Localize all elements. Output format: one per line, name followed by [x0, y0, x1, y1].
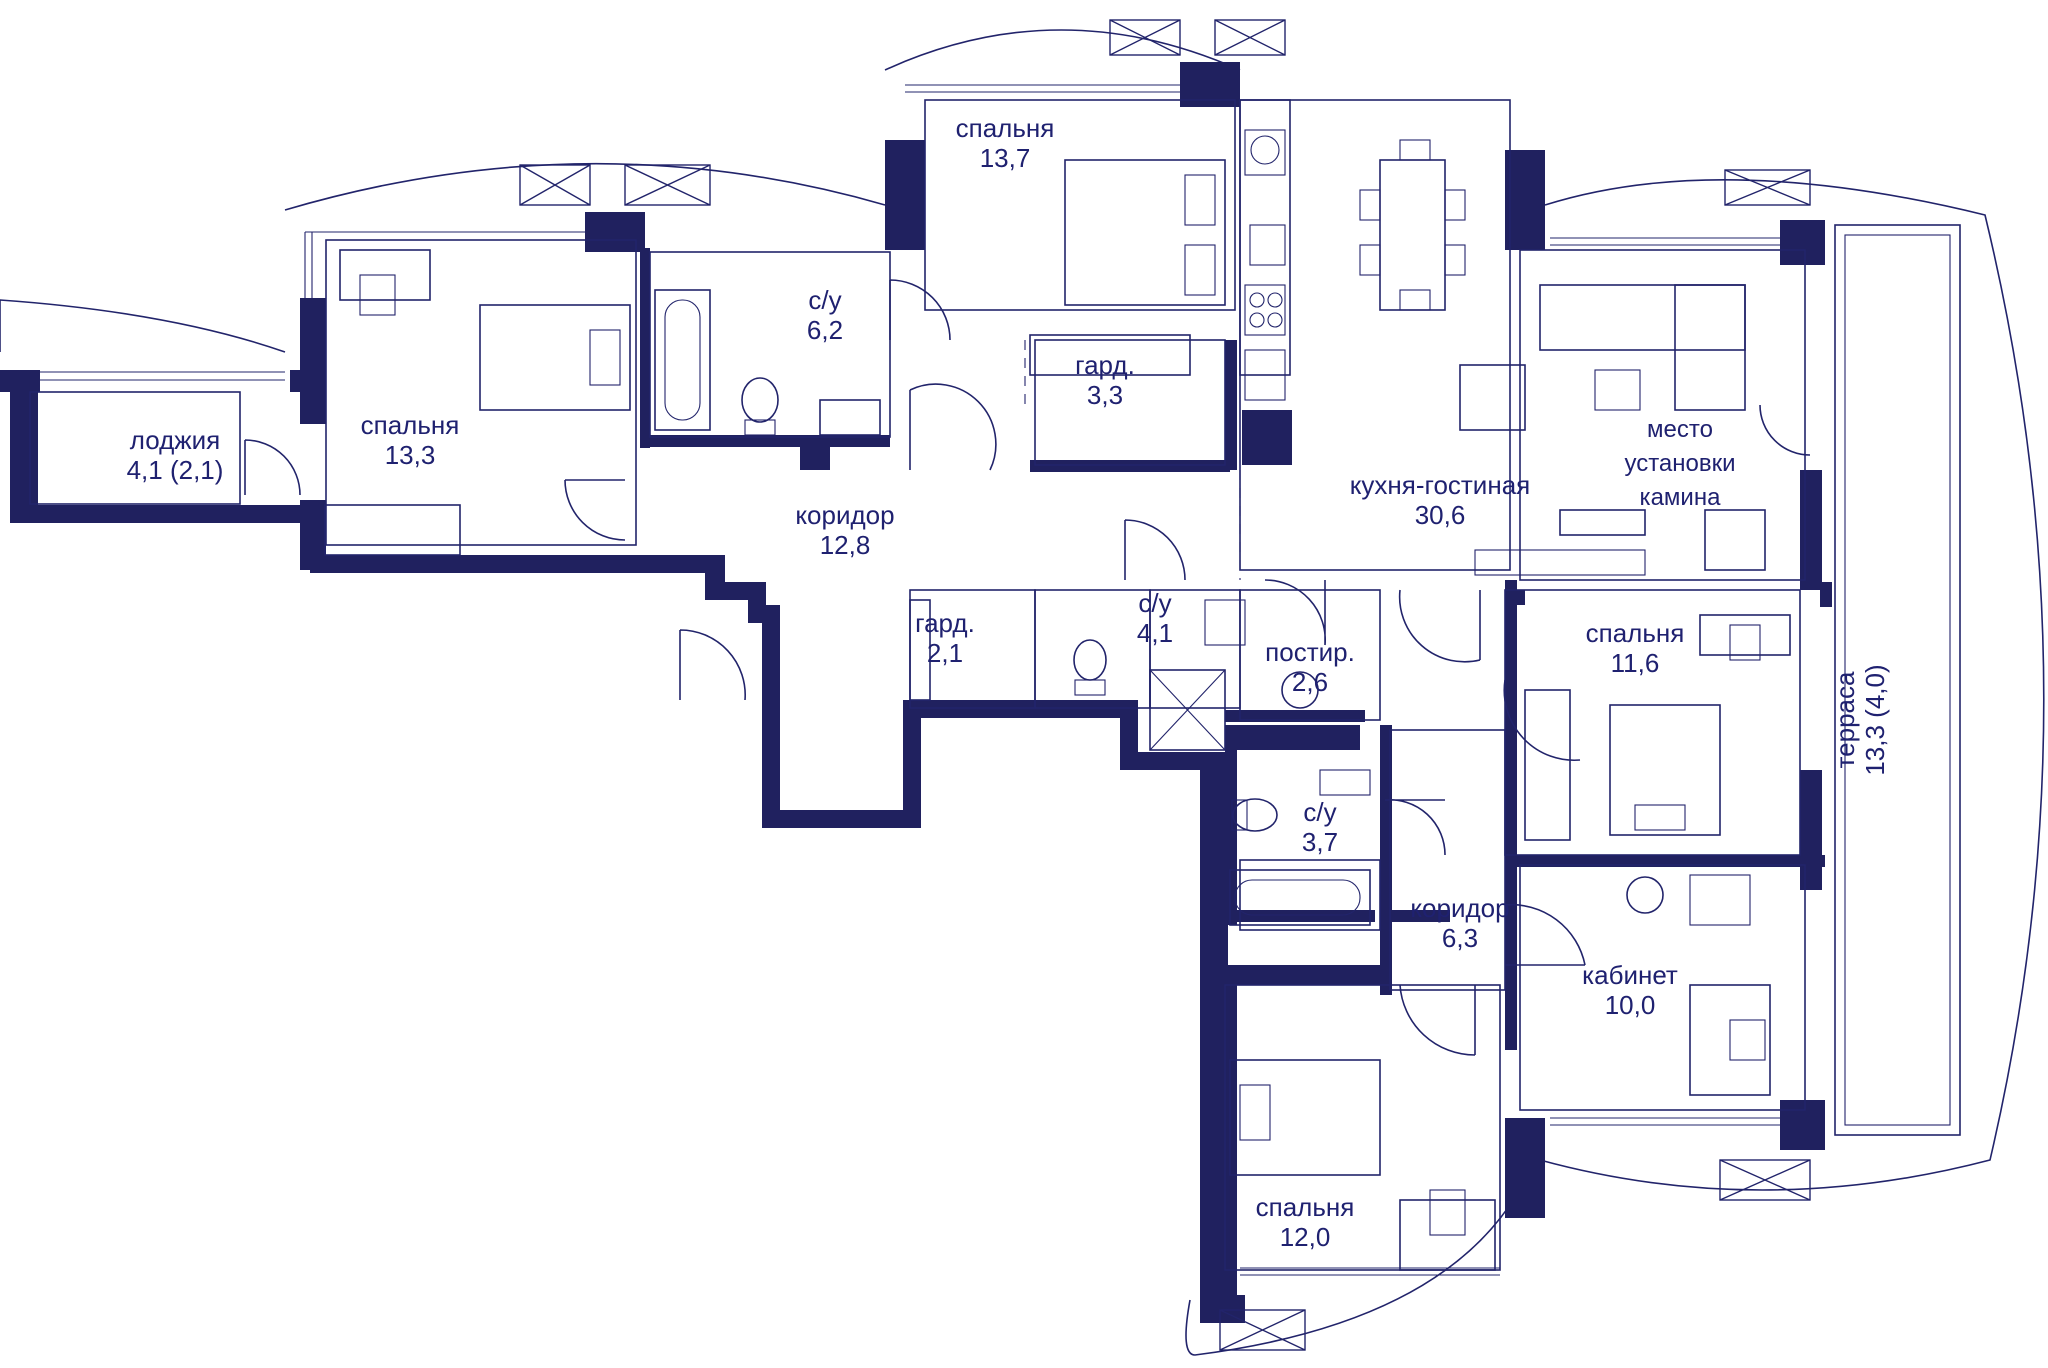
fireplace-note-line: камина: [1639, 484, 1721, 511]
room-name: спальня: [1585, 618, 1685, 648]
windows: [519, 19, 1811, 1351]
room-label-bathroom-2: с/у 4,1: [1105, 588, 1205, 648]
room-area: 4,1 (2,1): [126, 455, 224, 485]
room-name: гард.: [1075, 350, 1135, 380]
fireplace-note: место установки камина: [1590, 413, 1770, 515]
outer-outlines: [0, 29, 2045, 1356]
room-area: 3,7: [1301, 827, 1339, 857]
room-area: 11,6: [1610, 648, 1660, 678]
fireplace-note-line: место: [1647, 416, 1713, 443]
doors: [244, 279, 1811, 1056]
room-label-kitchen-living: кухня-гостиная 30,6: [1320, 470, 1560, 530]
room-name: с/у: [808, 285, 842, 315]
room-label-bedroom-2: спальня 13,7: [925, 113, 1085, 173]
room-name: спальня: [360, 410, 460, 440]
room-name: кабинет: [1582, 960, 1678, 990]
room-area: 3,3: [1086, 380, 1124, 410]
room-label-loggia: лоджия 4,1 (2,1): [95, 425, 255, 485]
room-name: спальня: [955, 113, 1055, 143]
room-name: коридор: [1410, 893, 1510, 923]
room-name: гард.: [915, 608, 975, 638]
room-label-wardrobe-1: гард. 3,3: [1050, 350, 1160, 410]
room-label-bedroom-3: спальня 11,6: [1555, 618, 1715, 678]
room-name: спальня: [1255, 1192, 1355, 1222]
room-area: 13,3: [384, 440, 436, 470]
room-label-bedroom-1: спальня 13,3: [330, 410, 490, 470]
room-label-terrace: терраса 13,3 (4,0): [1830, 640, 1890, 800]
room-name: постир.: [1265, 637, 1355, 667]
room-area: 6,3: [1441, 923, 1479, 953]
room-label-bedroom-4: спальня 12,0: [1225, 1192, 1385, 1252]
room-area: 12,8: [819, 530, 871, 560]
room-label-study: кабинет 10,0: [1550, 960, 1710, 1020]
room-area: 6,2: [806, 315, 844, 345]
walls: [0, 62, 1832, 1323]
room-area: 2,1: [926, 638, 964, 668]
room-label-wardrobe-2: гард. 2,1: [895, 608, 995, 668]
room-label-bathroom-3: с/у 3,7: [1270, 797, 1370, 857]
room-name: с/у: [1303, 797, 1337, 827]
fireplace-note-line: установки: [1624, 450, 1736, 477]
room-area: 12,0: [1279, 1222, 1331, 1252]
room-label-bathroom-1: с/у 6,2: [775, 285, 875, 345]
room-area: 13,7: [979, 143, 1031, 173]
room-label-laundry: постир. 2,6: [1250, 637, 1370, 697]
room-name: кухня-гостиная: [1349, 470, 1531, 500]
room-name: с/у: [1138, 588, 1172, 618]
furniture: [339, 99, 1791, 1271]
room-area: 4,1: [1136, 618, 1174, 648]
room-name: лоджия: [129, 425, 221, 455]
partitions: [29, 99, 1806, 1271]
room-area: 10,0: [1604, 990, 1656, 1020]
room-area: 13,3 (4,0): [1860, 664, 1890, 776]
room-label-corridor-2: коридор 6,3: [1375, 893, 1545, 953]
room-name: коридор: [795, 500, 895, 530]
room-area: 2,6: [1291, 667, 1329, 697]
room-label-corridor-1: коридор 12,8: [760, 500, 930, 560]
room-area: 30,6: [1414, 500, 1466, 530]
room-name: терраса: [1830, 671, 1860, 769]
